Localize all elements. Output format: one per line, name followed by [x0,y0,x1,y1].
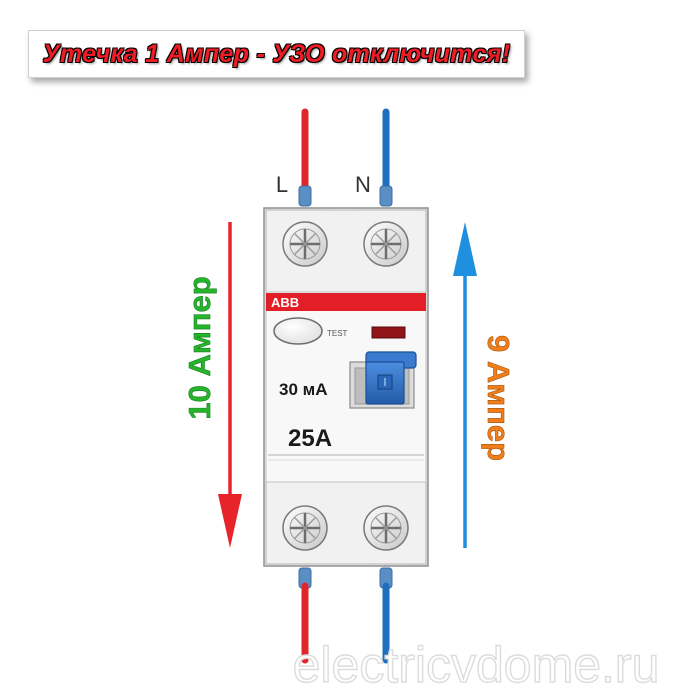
arrow-up-icon [453,222,477,548]
brand-logo: ABB [271,295,299,310]
terminal-label-l: L [276,172,288,197]
bottom-line-wire [298,567,312,664]
status-indicator [371,326,406,339]
brand-bar [266,293,426,311]
watermark: electricvdome.ru [293,637,660,693]
sensitivity-label: 30 мА [279,380,328,399]
screw-icon-bottom-left [282,505,328,551]
terminal-label-n: N [355,172,371,197]
screw-icon-top-right [363,221,409,267]
rating-label: 25A [288,425,332,452]
test-label: TEST [327,329,348,338]
banner-text: Утечка 1 Ампер - УЗО отключится! [42,39,511,68]
arrow-down-icon [218,222,242,548]
rcd-device: ABB TEST 30 мА 25A [263,207,429,567]
bottom-neutral-wire [379,567,393,664]
top-line-wire [298,108,312,207]
title-banner: Утечка 1 Ампер - УЗО отключится! [28,30,525,78]
toggle-handle[interactable] [365,351,417,405]
screw-icon-bottom-right [363,505,409,551]
screw-icon-top-left [282,221,328,267]
current-up-label: 9 Ампер [481,335,516,461]
top-neutral-wire [379,108,393,207]
current-down-label: 10 Ампер [182,276,217,419]
test-button[interactable] [273,317,323,345]
